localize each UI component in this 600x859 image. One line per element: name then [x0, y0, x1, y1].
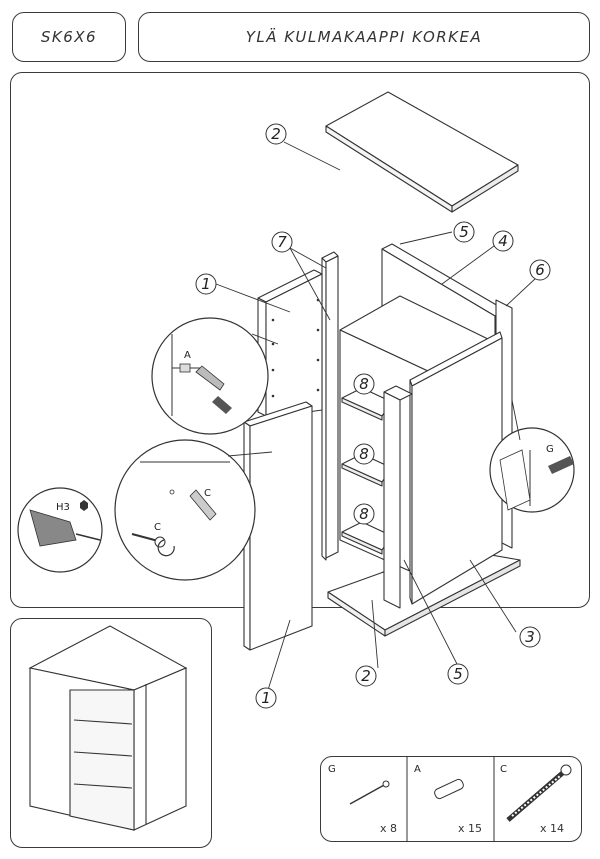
hardware-qty-c: x 14: [540, 822, 564, 835]
callout-side-rail: 7: [277, 233, 287, 251]
callout-edge-strip-top: 5: [459, 223, 469, 241]
hardware-letter-a: A: [414, 764, 421, 775]
dowel-detail-circle: [151, 317, 279, 435]
callout-shelf-3: 8: [359, 505, 369, 523]
callout-back-panel: 4: [498, 232, 508, 250]
hardware-table: [320, 756, 582, 842]
pin-detail-circle: [489, 399, 575, 513]
callout-shelf-2: 8: [359, 445, 369, 463]
dowel-letter: A: [184, 350, 191, 361]
page-title: YLÄ KULMAKAAPPI KORKEA: [245, 28, 483, 46]
hardware-qty-g: x 8: [380, 822, 397, 835]
callout-right-strip: 6: [535, 261, 545, 279]
corner-front-panel: [409, 331, 503, 605]
screw-icon: [506, 764, 572, 822]
callout-top-panel: 2: [271, 125, 281, 143]
callout-bottom-panel: 2: [361, 667, 371, 685]
front-edge-strip: [383, 385, 413, 609]
shelves: [341, 387, 393, 555]
front-left-panel: [243, 401, 313, 651]
screw-detail-circle: [114, 439, 273, 581]
model-code-box: SK6X6: [12, 12, 126, 62]
model-code: SK6X6: [40, 28, 98, 46]
overview-cabinet: [28, 625, 188, 831]
drill-detail-circle: [17, 487, 103, 573]
callout-front-corner: 3: [525, 628, 535, 646]
callout-circles: [195, 123, 551, 709]
callout-shelf-1: 8: [359, 375, 369, 393]
pin-nail-icon: [349, 780, 390, 805]
callout-edge-strip-front: 5: [453, 665, 463, 683]
left-side-panel: [257, 269, 323, 419]
hardware-letter-c: C: [500, 764, 507, 775]
callout-left-side: 1: [201, 275, 211, 293]
hardware-qty-a: x 15: [458, 822, 482, 835]
callout-front-left: 1: [261, 689, 271, 707]
top-panel: [325, 91, 519, 213]
side-panel-rail: [321, 251, 339, 561]
screw-letter-1: C: [204, 488, 211, 499]
leader-lines: [215, 141, 537, 691]
screw-letter-2: C: [154, 522, 161, 533]
overview-frame: [10, 618, 212, 848]
dowel-holes: [271, 298, 320, 398]
pin-letter: G: [546, 444, 554, 455]
wooden-dowel-icon: [434, 778, 464, 800]
hardware-table-grid: [406, 756, 495, 842]
title-box: YLÄ KULMAKAAPPI KORKEA: [138, 12, 590, 62]
drill-bit-label: H3: [56, 502, 70, 513]
hardware-letter-g: G: [328, 764, 336, 775]
